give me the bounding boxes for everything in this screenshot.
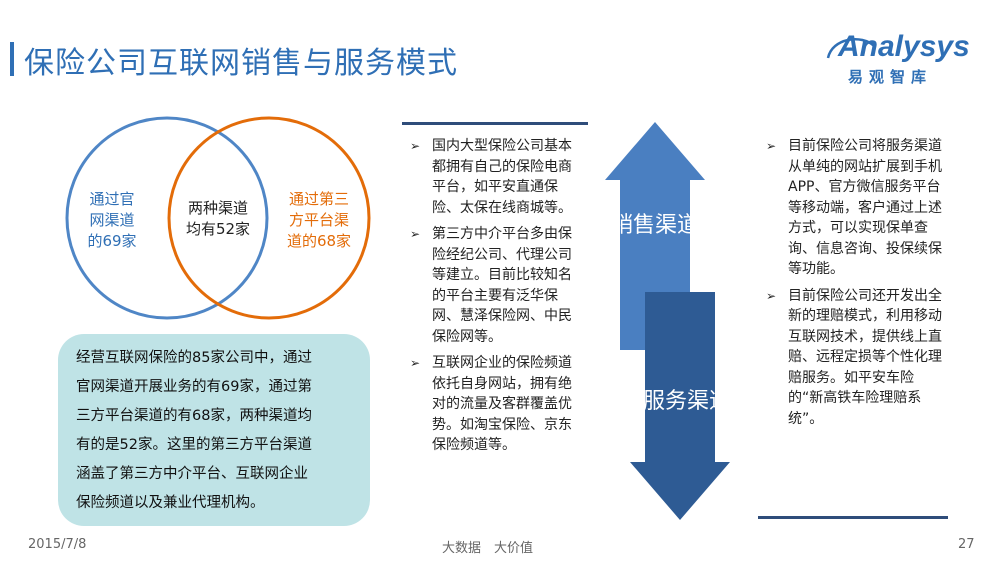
summary-line: 经营互联网保险的85家公司中，通过 — [76, 350, 312, 366]
arrow-bullet-icon: ➢ — [766, 288, 777, 303]
service-arrow-label: 服务渠道 — [643, 389, 732, 414]
sales-channel-list: ➢ 国内大型保险公司基本都拥有自己的保险电商平台，如平安直通保险、太保在线商城等… — [402, 122, 588, 522]
page-number: 27 — [958, 537, 975, 552]
summary-line: 三方平台渠道的有68家，两种渠道均 — [76, 408, 312, 424]
arrow-bullet-icon: ➢ — [410, 139, 421, 153]
logo-text: Analysys — [838, 30, 970, 63]
logo-subtitle: 易观智库 — [848, 68, 933, 86]
footer-date: 2015/7/8 — [28, 537, 87, 552]
service-channel-list: ➢ 目前保险公司将服务渠道从单纯的网站扩展到手机APP、官方微信服务平台等移动端… — [758, 122, 948, 522]
venn-label-both: 两种渠道 均有52家 — [185, 199, 251, 238]
logo-swoosh-icon — [826, 38, 875, 59]
summary-line: 涵盖了第三方中介平台、互联网企业 — [76, 466, 308, 482]
venn-label-official: 通过官 网渠道 的69家 — [87, 190, 137, 250]
summary-box: 经营互联网保险的85家公司中，通过 官网渠道开展业务的有69家，通过第 三方平台… — [58, 334, 370, 526]
list-item: ➢ 目前保险公司还开发出全新的理赔模式，利用移动互联网技术，提供线上直赔、远程定… — [766, 287, 942, 427]
arrow-bullet-icon: ➢ — [766, 139, 777, 153]
list-item: ➢ 互联网企业的保险频道依托自身网站，拥有绝对的流量及客群覆盖优势。如淘宝保险、… — [410, 355, 572, 453]
venn-circle-thirdparty — [167, 116, 371, 320]
title-accent-bar — [10, 42, 14, 76]
summary-line: 有的是52家。这里的第三方平台渠道 — [76, 437, 312, 453]
channel-arrows — [605, 122, 730, 520]
venn-diagram — [65, 116, 371, 320]
list-item: ➢ 第三方中介平台多由保险经纪公司、代理公司等建立。目前比较知名的平台主要有泛华… — [410, 226, 572, 345]
list-item: ➢ 国内大型保险公司基本都拥有自己的保险电商平台，如平安直通保险、太保在线商城等… — [410, 138, 572, 216]
page-title: 保险公司互联网销售与服务模式 — [24, 46, 458, 81]
arrow-bullet-icon: ➢ — [410, 227, 421, 241]
summary-line: 保险频道以及兼业代理机构。 — [76, 495, 265, 511]
divider — [402, 122, 588, 125]
sales-arrow-label: 销售渠道 — [611, 213, 700, 238]
divider — [758, 516, 948, 519]
summary-line: 官网渠道开展业务的有69家，通过第 — [76, 379, 312, 395]
venn-label-thirdparty: 通过第三 方平台渠 道的68家 — [286, 190, 352, 250]
footer-slogan: 大数据 大价值 — [442, 541, 534, 556]
list-item: ➢ 目前保险公司将服务渠道从单纯的网站扩展到手机APP、官方微信服务平台等移动端… — [766, 138, 942, 277]
arrow-bullet-icon: ➢ — [410, 356, 421, 370]
service-arrow-icon — [630, 292, 730, 520]
venn-circle-official — [65, 116, 269, 320]
